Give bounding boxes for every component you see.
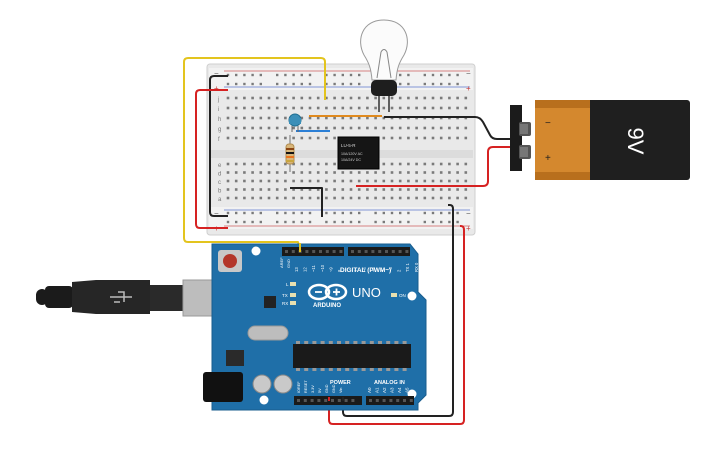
digital-pin-label: 13 xyxy=(294,267,299,272)
battery-voltage-label: 9V xyxy=(623,128,648,155)
digital-pin-label: ~10 xyxy=(320,264,325,272)
digital-pin-label: ~5 xyxy=(371,267,376,272)
relay: LU-5-R 10A/120V AC 10A/24V DC xyxy=(337,136,380,170)
row-letter: b xyxy=(218,189,222,195)
power-label: POWER xyxy=(330,380,351,386)
analog-pin-label: A0 xyxy=(367,387,372,393)
analog-label: ANALOG IN xyxy=(374,380,405,386)
digital-pin-label: 12 xyxy=(303,267,308,272)
analog-pin-label: A2 xyxy=(382,387,387,393)
red-wire-battery xyxy=(356,146,520,187)
power-pin-label: GND xyxy=(332,384,336,393)
digital-pin-label: ~6 xyxy=(362,267,367,272)
rail-plus-label-bottom-right: + xyxy=(466,224,471,233)
power-pin-label: IOREF xyxy=(297,381,301,393)
wire-ends xyxy=(299,243,344,401)
row-letter: h xyxy=(218,117,221,123)
relay-label-3: 10A/24V DC xyxy=(341,158,361,162)
resistor xyxy=(285,135,295,172)
aref-label: AREF xyxy=(279,257,284,268)
usb-cable xyxy=(36,279,232,317)
relay-label-1: LU-5-R xyxy=(341,143,356,148)
arduino-model: UNO xyxy=(352,285,381,300)
digital-pin-label: 7 xyxy=(354,269,359,272)
rail-minus-label-bottom-right: − xyxy=(466,209,471,218)
digital-pin-label: 4 xyxy=(379,269,384,272)
relay-label-2: 10A/120V AC xyxy=(341,152,363,156)
battery-plus-label: + xyxy=(545,153,551,164)
digital-pin-label: RX 0 xyxy=(414,262,419,272)
usb-icon xyxy=(110,291,132,303)
row-letter: j xyxy=(217,97,219,103)
digital-pin-label: TX 1 xyxy=(405,262,410,272)
yellow-wire xyxy=(183,57,326,251)
power-pin-label: 5V xyxy=(318,388,322,393)
led-blue xyxy=(288,113,302,132)
row-letter: e xyxy=(218,163,222,169)
digital-label: DIGITAL (PWM~) xyxy=(340,267,391,274)
l-led-label: L xyxy=(286,282,289,287)
power-pin-label: RESET xyxy=(304,380,308,393)
arduino-logo xyxy=(307,283,348,301)
arduino-brand: ARDUINO xyxy=(313,303,341,309)
row-letter: g xyxy=(218,127,221,133)
row-letter: f xyxy=(218,137,220,143)
red-wire-left xyxy=(195,89,228,229)
row-letter: a xyxy=(218,197,222,203)
black-wire-arduino-gnd xyxy=(342,204,454,417)
wires xyxy=(183,57,520,425)
power-pin-label: GND xyxy=(325,384,329,393)
rail-minus-label-top: − xyxy=(214,69,219,78)
analog-pin-label: A3 xyxy=(390,387,395,393)
analog-pin-label: A5 xyxy=(405,387,410,393)
digital-pin-label: 8 xyxy=(337,269,342,272)
tx-label: TX xyxy=(282,293,288,298)
rail-plus-label-top: + xyxy=(214,84,219,93)
row-letter: c xyxy=(218,180,221,186)
black-wire-left xyxy=(209,75,228,217)
chip-pins xyxy=(296,341,407,371)
rx-label: RX xyxy=(282,301,288,306)
battery-9v: − + 9V xyxy=(510,100,690,180)
row-letter: i xyxy=(218,107,219,113)
power-pin-label: Vin xyxy=(339,388,343,393)
red-wire-arduino-5v xyxy=(328,225,465,425)
power-pin-label: 3.3V xyxy=(311,385,315,393)
digital-pin-label: 2 xyxy=(397,269,402,272)
analog-pin-label: A4 xyxy=(397,387,402,393)
digital-pin-label: ~9 xyxy=(328,267,333,272)
rail-minus-label-top-right: − xyxy=(466,69,471,78)
on-led-label: ON xyxy=(399,293,406,298)
black-wire-battery xyxy=(384,116,520,140)
digital-pin-label: ~3 xyxy=(388,267,393,272)
battery-minus-label: − xyxy=(545,118,551,129)
black-wire-ground xyxy=(290,187,323,217)
rail-minus-label-bottom: − xyxy=(214,209,219,218)
digital-pin-label: ~11 xyxy=(311,265,316,272)
rail-plus-label-top-right: + xyxy=(466,84,471,93)
row-letter: d xyxy=(218,172,221,178)
analog-pin-label: A1 xyxy=(375,387,380,393)
gnd-label-top: GND xyxy=(286,259,291,268)
light-bulb xyxy=(360,19,408,112)
